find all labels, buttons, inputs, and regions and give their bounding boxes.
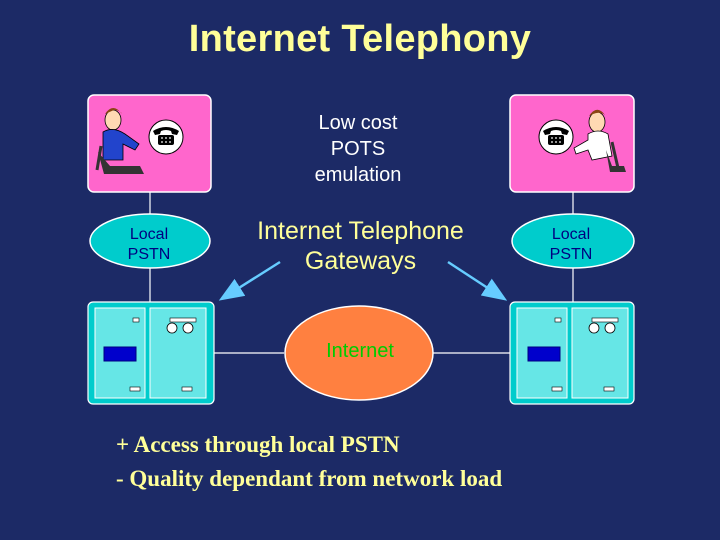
local-pstn-label-left: Local PSTN bbox=[104, 225, 194, 265]
slide-title: Internet Telephony bbox=[188, 18, 532, 60]
internet-label: Internet bbox=[326, 340, 394, 362]
pstn-line: PSTN bbox=[127, 246, 171, 263]
pstn-line: Local bbox=[129, 226, 169, 243]
low-cost-label: Low cost POTS emulation bbox=[283, 110, 433, 188]
connector-lines bbox=[149, 192, 574, 354]
bullet-list: + Access through local PSTN - Quality de… bbox=[116, 428, 502, 496]
local-pstn-cloud-right bbox=[511, 213, 635, 269]
caller-left-box bbox=[87, 94, 212, 193]
telephone-icon bbox=[538, 119, 574, 155]
pstn-line: Local bbox=[551, 226, 591, 243]
low-cost-line: emulation bbox=[314, 164, 402, 186]
person-at-phone-right-icon bbox=[573, 109, 626, 172]
gateway-right bbox=[509, 301, 635, 405]
low-cost-line: Low cost bbox=[318, 112, 398, 134]
bullet-pro: + Access through local PSTN bbox=[116, 432, 400, 457]
bullet-con: - Quality dependant from network load bbox=[116, 466, 503, 491]
pstn-line: PSTN bbox=[549, 246, 593, 263]
gateways-label: Internet Telephone Gateways bbox=[218, 216, 503, 276]
telephone-icon bbox=[148, 119, 184, 155]
local-pstn-label-right: Local PSTN bbox=[526, 225, 616, 265]
local-pstn-cloud-left bbox=[89, 213, 211, 269]
gateways-line: Internet Telephone bbox=[257, 217, 464, 245]
gateway-left bbox=[87, 301, 215, 405]
caller-right-box bbox=[509, 94, 635, 193]
gateway-arrow-right bbox=[447, 260, 508, 301]
gateways-line: Gateways bbox=[304, 247, 417, 275]
gateway-arrow-left bbox=[218, 260, 281, 301]
low-cost-line: POTS bbox=[330, 138, 386, 160]
internet-cloud bbox=[284, 305, 434, 401]
person-at-phone-left-icon bbox=[95, 108, 144, 174]
